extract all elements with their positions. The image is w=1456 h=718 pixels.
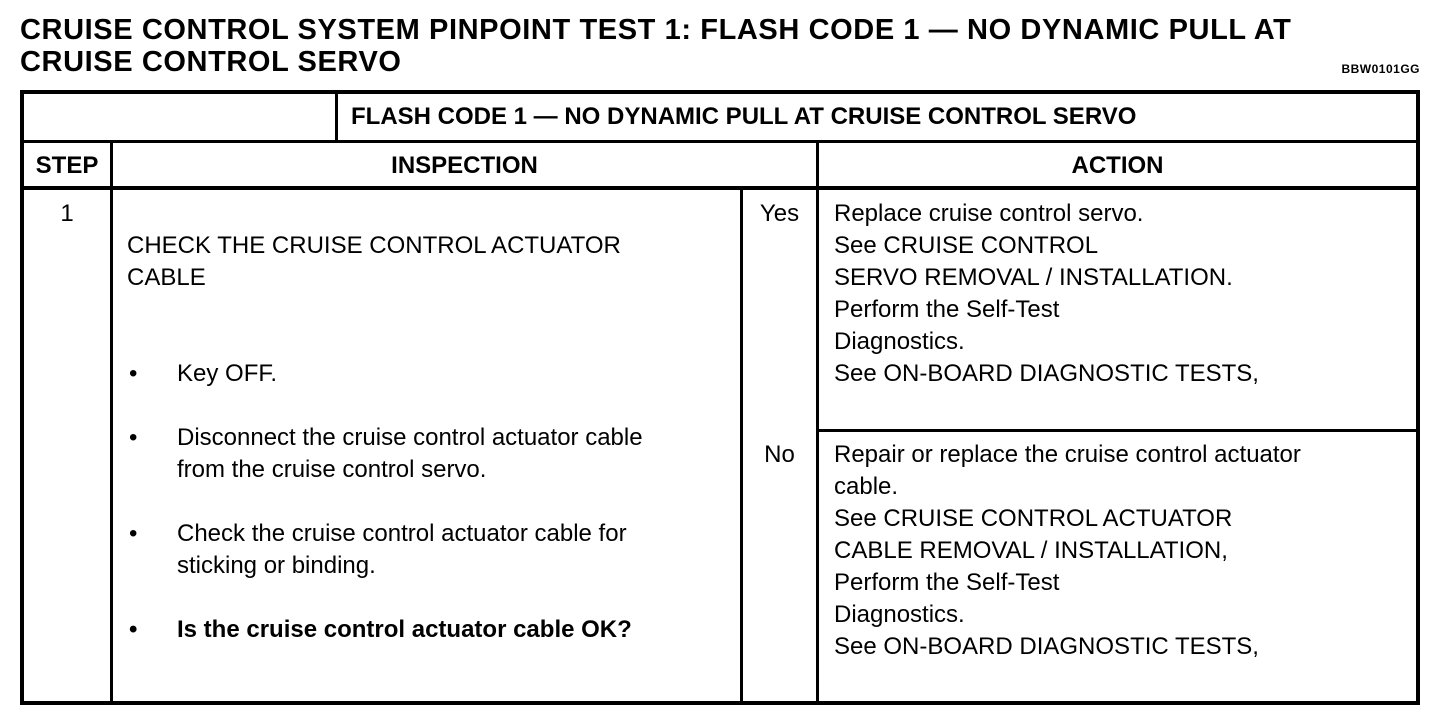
answer-yes-label: Yes [759, 200, 800, 227]
inspection-heading: CHECK THE CRUISE CONTROL ACTUATOR CABLE [127, 232, 621, 291]
list-item: Key OFF. [127, 358, 737, 390]
answer-no-label: No [764, 441, 795, 468]
column-header-action: ACTION [1071, 152, 1164, 179]
banner-divider [335, 90, 338, 143]
column-header-inspection: INSPECTION [391, 152, 538, 179]
list-item: Disconnect the cruise control actuator c… [127, 422, 737, 486]
yes-no-rule [818, 429, 1420, 432]
yes-action-text: Replace cruise control servo. See CRUISE… [834, 200, 1259, 387]
table-border-top [20, 90, 1420, 94]
figure-reference-code: BBW0101GG [1341, 62, 1420, 76]
table-banner: FLASH CODE 1 — NO DYNAMIC PULL AT CRUISE… [351, 103, 1137, 130]
inspection-cell: CHECK THE CRUISE CONTROL ACTUATOR CABLE … [127, 198, 737, 710]
answer-divider [740, 187, 743, 705]
page-title: CRUISE CONTROL SYSTEM PINPOINT TEST 1: F… [20, 14, 1292, 78]
header-rule [20, 186, 1420, 190]
column-header-step: STEP [35, 152, 99, 179]
inspection-question: Is the cruise control actuator cable OK? [127, 614, 737, 646]
table-border-right [1416, 90, 1420, 705]
table-border-left [20, 90, 24, 705]
inspection-steps: Key OFF. Disconnect the cruise control a… [127, 326, 737, 678]
table-border-bottom [20, 701, 1420, 705]
step-number: 1 [60, 200, 74, 227]
no-action-text: Repair or replace the cruise control act… [834, 441, 1301, 660]
step-divider [110, 140, 113, 705]
list-item: Check the cruise control actuator cable … [127, 518, 737, 582]
action-divider [816, 140, 819, 705]
banner-rule [20, 140, 1420, 143]
